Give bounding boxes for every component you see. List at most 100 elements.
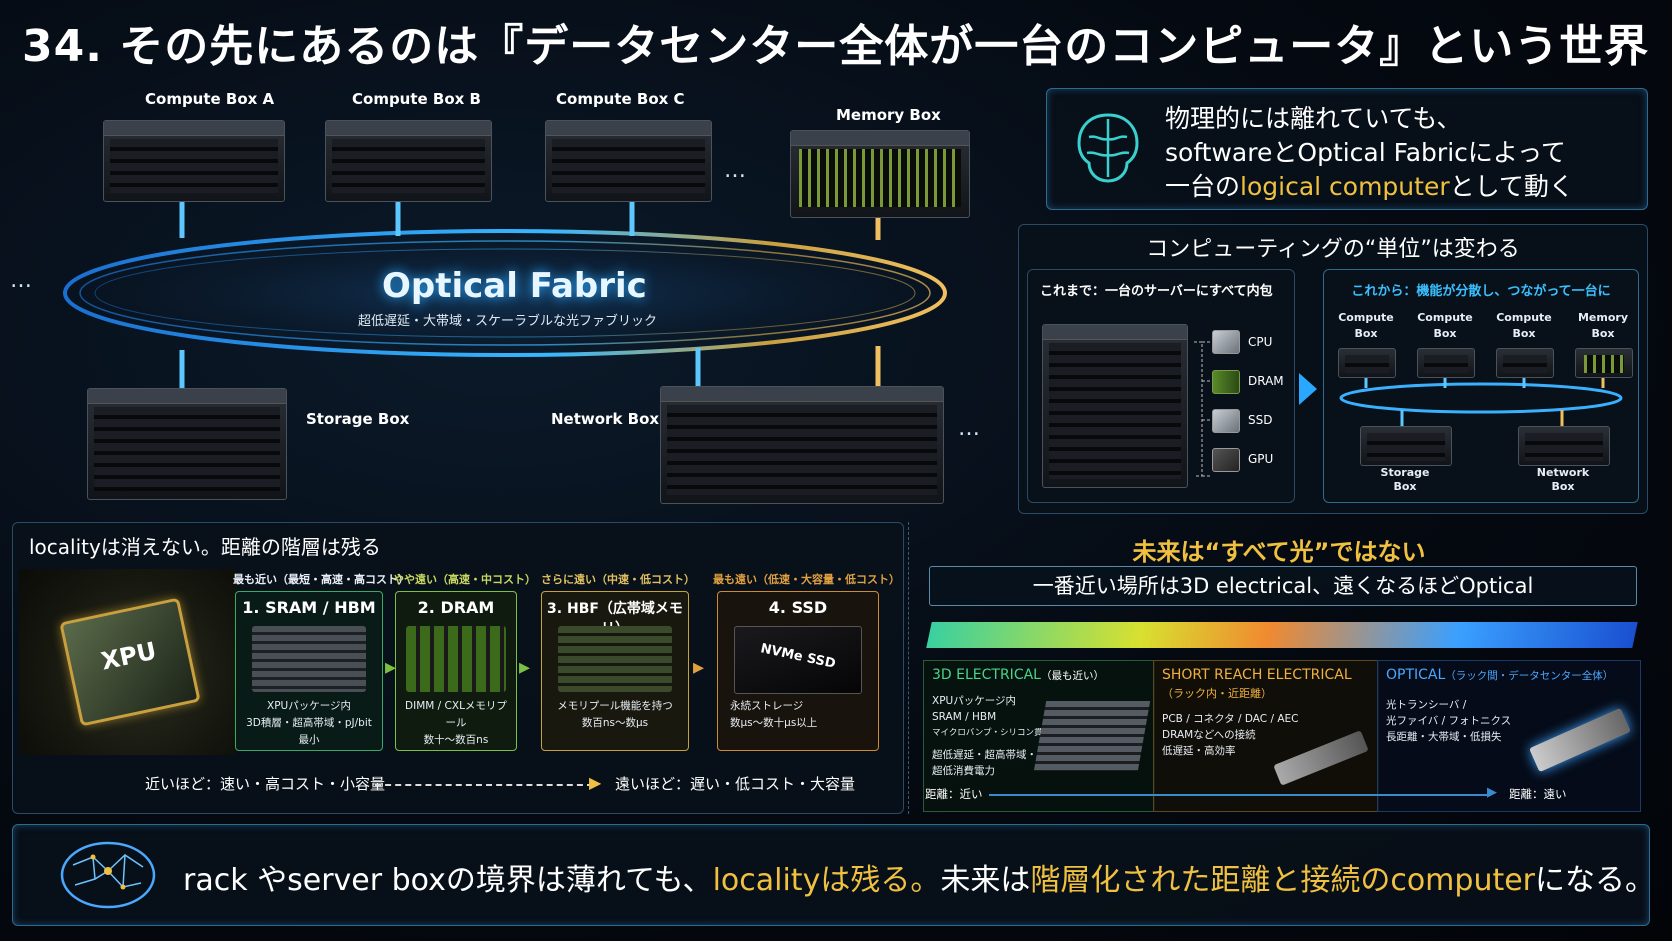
tier-arrow-3-icon: ▸	[693, 655, 705, 680]
distance-arrow-head-icon: ▶	[1487, 785, 1497, 800]
mini-network-box	[1518, 426, 1610, 466]
tier-3-caption: さらに遠い（中速・低コスト）	[541, 573, 695, 586]
fabric-subtitle: 超低遅延・大帯域・スケーラブルな光ファブリック	[358, 314, 658, 329]
distance-far: 距離：遠い	[1509, 787, 1567, 801]
callout-logical-computer: logical computer	[1240, 172, 1450, 201]
segment-3-line-1: 光トランシーバ /	[1386, 699, 1467, 711]
tier-2-caption: やや遠い（高速・中コスト）	[393, 573, 536, 586]
dram-icon	[1212, 370, 1240, 394]
cpu-icon	[1212, 330, 1240, 354]
after-bottom-label-1: Storage Box	[1380, 466, 1430, 493]
segment-1-title-text: 3D ELECTRICAL	[932, 667, 1041, 683]
callout-toshite: として動く	[1449, 172, 1574, 201]
tier-4-desc-2: 数μs〜数十μs以上	[730, 717, 818, 729]
callout-optical-fabric: Optical Fabric	[1297, 138, 1468, 167]
mini-compute-box-1	[1338, 348, 1396, 378]
future-panel: 未来は“すべて光”ではない 一番近い場所は3D electrical、遠くなるほ…	[908, 522, 1649, 814]
mini-compute-box-2	[1417, 348, 1475, 378]
fabric-diagram: Compute Box A Compute Box B Compute Box …	[0, 78, 1010, 510]
unit-change-panel: コンピューティングの“単位”は変わる これまで：一台のサーバーにすべて内包 CP…	[1018, 224, 1648, 514]
hbf-stack-image	[558, 626, 672, 692]
summary-part-5: になる。	[1535, 863, 1656, 898]
scale-dashed-arrow	[375, 784, 593, 786]
after-top-label-3: Compute Box	[1496, 311, 1552, 340]
label-compute-box-a: Compute Box A	[145, 90, 275, 108]
locality-panel: localityは消えない。距離の階層は残る XPU 最も近い（最短・高速・高コ…	[12, 522, 904, 814]
ellipsis-left: …	[10, 268, 32, 293]
segment-3-note: （ラック間・データセンター全体）	[1445, 670, 1614, 682]
dimm-image	[406, 626, 506, 692]
callout-niyotte: によって	[1467, 138, 1566, 167]
mini-storage-box	[1360, 426, 1452, 466]
segment-2-line-1: PCB / コネクタ / DAC / AEC	[1162, 713, 1299, 725]
xpu-label: XPU	[98, 636, 159, 676]
segment-3-line-3: 長距離・大帯域・低損失	[1386, 731, 1502, 743]
network-box	[660, 386, 944, 504]
tier-2-desc: DIMM / CXLメモリプール数十〜数百ns	[404, 698, 508, 749]
brain-network-icon	[60, 841, 156, 909]
tier-3-desc-2: 数百ns〜数μs	[581, 717, 649, 729]
tier-1-desc-1: XPUパッケージ内	[267, 700, 351, 712]
segment-1-note: （最も近い）	[1040, 670, 1104, 682]
segment-1-lines: XPUパッケージ内 SRAM / HBM マイクロバンプ・シリコン貫通 超低遅延…	[932, 693, 1051, 779]
page-title: 34. その先にあるのは『データセンター全体が一台のコンピュータ』という世界	[22, 21, 1650, 72]
summary-part-3: 未来は	[940, 863, 1031, 898]
distance-gradient-bar	[926, 622, 1638, 648]
segment-3d-electrical: 3D ELECTRICAL（最も近い） XPUパッケージ内 SRAM / HBM…	[923, 660, 1155, 812]
callout-line-1: 物理的には離れていても、	[1165, 99, 1462, 135]
storage-box	[87, 388, 287, 500]
segment-3-title: OPTICAL（ラック間・データセンター全体）	[1386, 667, 1613, 683]
tier-1-name: 1. SRAM / HBM	[242, 598, 376, 617]
callout-line-2: softwareとOptical Fabricによって	[1165, 133, 1566, 169]
segment-2-title: SHORT REACH ELECTRICAL	[1162, 667, 1352, 683]
ellipsis-right: …	[958, 416, 980, 441]
tier-4-caption: 最も遠い（低速・大容量・低コスト）	[713, 573, 900, 586]
brain-icon	[1077, 113, 1139, 183]
segment-3-lines: 光トランシーバ / 光ファイバ / フォトニクス 長距離・大帯域・低損失	[1386, 697, 1511, 745]
after-panel: これから：機能が分散し、つながって一台に Compute Box Compute…	[1323, 269, 1639, 503]
hbm-stack-image	[252, 626, 366, 692]
segment-2-note: （ラック内・近距離）	[1162, 687, 1272, 700]
summary-part-4: 階層化された距離と接続のcomputer	[1030, 863, 1536, 898]
fabric-ring-inner	[94, 248, 916, 338]
distance-near: 距離：近い	[925, 787, 983, 801]
tier-arrow-1-icon: ▸	[385, 655, 397, 680]
future-banner: 一番近い場所は3D electrical、遠くなるほどOptical	[929, 566, 1637, 606]
tier-4-card: 4. SSD NVMe SSD 永続ストレージ数μs〜数十μs以上	[717, 591, 879, 751]
mini-memory-box	[1575, 348, 1633, 378]
label-compute-box-b: Compute Box B	[352, 90, 481, 108]
after-label: これから：機能が分散し、つながって一台に	[1351, 284, 1611, 299]
summary-part-2: localityは残る。	[712, 863, 941, 898]
tier-4-name: 4. SSD	[768, 598, 828, 617]
tier-4-desc-1: 永続ストレージ	[730, 700, 804, 712]
optical-transceiver-image	[1529, 707, 1631, 773]
xpu-chip: XPU	[59, 597, 201, 727]
mini-fabric-ring	[1339, 382, 1623, 414]
locality-heading: localityは消えない。距離の階層は残る	[29, 535, 381, 559]
label-storage-box: Storage Box	[306, 410, 410, 428]
segment-1-title: 3D ELECTRICAL（最も近い）	[932, 667, 1104, 683]
segment-2-lines: PCB / コネクタ / DAC / AEC DRAMなどへの接続 低遅延・高効…	[1162, 711, 1298, 759]
segment-short-reach: SHORT REACH ELECTRICAL （ラック内・近距離） PCB / …	[1153, 660, 1379, 812]
component-dram: DRAM	[1248, 374, 1284, 388]
tier-3-desc-1: メモリプール機能を持つ	[557, 700, 673, 712]
tier-4-desc: 永続ストレージ数μs〜数十μs以上	[730, 698, 870, 732]
tier-2-desc-1: DIMM / CXLメモリプール	[405, 700, 507, 729]
segment-2-line-3: 低遅延・高効率	[1162, 745, 1236, 757]
segment-3-line-2: 光ファイバ / フォトニクス	[1386, 715, 1512, 727]
tier-3-desc: メモリプール機能を持つ数百ns〜数μs	[550, 698, 680, 732]
memory-box	[790, 130, 970, 218]
unit-change-title: コンピューティングの“単位”は変わる	[1146, 237, 1520, 262]
segment-1-line-6: 超低消費電力	[932, 765, 995, 777]
label-network-box: Network Box	[551, 410, 660, 428]
3d-stack-image	[1033, 701, 1151, 771]
gpu-icon	[1212, 448, 1240, 472]
callout-line-3: 一台のlogical computerとして動く	[1165, 167, 1574, 203]
summary-part-1: rack やserver boxの境界は薄れても、	[183, 863, 713, 898]
tier-1-caption: 最も近い（最短・高速・高コスト）	[233, 573, 409, 586]
fabric-title: Optical Fabric	[382, 266, 647, 306]
